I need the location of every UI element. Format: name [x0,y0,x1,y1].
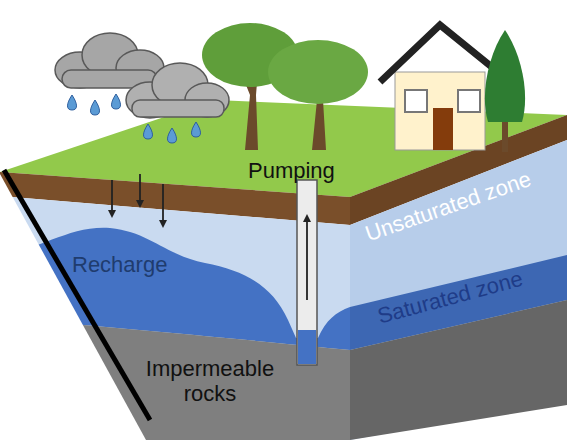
raindrop [144,124,153,139]
raindrop [168,128,177,143]
recharge-arrow [111,180,113,214]
unsaturated-side [350,140,567,440]
well-pipe [297,180,317,365]
tree-crown [485,30,525,122]
house-wall [395,72,485,150]
recharge-arrow [139,174,141,204]
house-roof [380,25,498,82]
house [380,25,498,150]
pump-arrow [306,218,308,300]
raindrop [91,100,100,115]
rock-label: Impermeable rocks [140,356,280,406]
recharge-arrow [162,184,164,224]
tree [268,40,368,150]
cloud-base [132,100,224,117]
recharge-label: Recharge [72,252,167,277]
block-edge [4,170,150,420]
raindrop [112,94,121,109]
well-label: Pumping [248,158,335,183]
raindrop [192,122,201,137]
conifer [485,30,525,152]
tree-trunk [502,120,508,152]
tree-crown [268,40,368,104]
well-water [298,330,316,364]
raindrops [68,94,201,143]
cut-away [0,174,146,440]
house-door [433,108,453,150]
house-window [458,90,480,112]
cloud [55,33,164,88]
raindrop [68,95,77,110]
house-window [405,90,427,112]
